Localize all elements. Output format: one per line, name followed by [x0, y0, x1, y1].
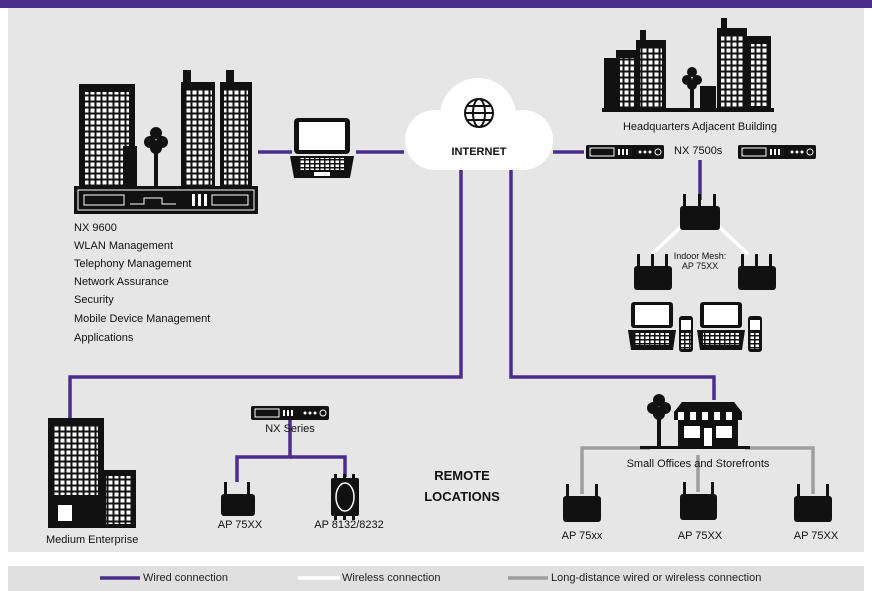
- legend-bar: [8, 566, 864, 591]
- hq-laptop-right-icon: [697, 302, 745, 350]
- ap-75xx-store-left-icon: [563, 484, 601, 522]
- wired-cloud-small-offices: [509, 170, 716, 400]
- legend-wired-label: Wired connection: [143, 572, 228, 584]
- nx7500-label: NX 7500s: [674, 145, 723, 157]
- top-accent-bar: [0, 0, 872, 8]
- nx-series-label: NX Series: [265, 423, 315, 435]
- mesh-ap-root-icon: [680, 194, 720, 230]
- wireless-mesh-right: [714, 222, 750, 256]
- globe-icon: [464, 98, 494, 128]
- nx-series-switch-icon: [251, 406, 329, 420]
- feature-item: Security: [74, 294, 114, 306]
- long-right: [745, 446, 815, 494]
- mobile-phone-left-icon: [679, 316, 693, 352]
- hq-building-label: Headquarters Adjacent Building: [622, 121, 778, 133]
- wired-nx-series-ap8132: [290, 455, 347, 477]
- laptop-icon: [290, 118, 354, 178]
- nx9600-title: NX 9600: [74, 222, 117, 234]
- nx7500-switch-right-icon: [738, 145, 816, 159]
- wireless-connections: [650, 222, 750, 256]
- remote-label-line1: REMOTE: [434, 468, 490, 483]
- ap-8132-icon: [331, 474, 359, 520]
- legend-long-distance-label: Long-distance wired or wireless connecti…: [551, 572, 762, 584]
- internet-label: INTERNET: [451, 146, 507, 158]
- wired-connections: [68, 150, 716, 482]
- ap-8132-label: AP 8132/8232: [314, 519, 384, 531]
- medium-enterprise-label: Medium Enterprise: [46, 534, 139, 546]
- legend-wireless-label: Wireless connection: [342, 572, 441, 584]
- nx7500-switch-left-icon: [586, 145, 664, 159]
- nx9600-appliance-icon: [77, 189, 255, 211]
- feature-item: WLAN Management: [74, 240, 174, 252]
- long-left: [580, 446, 650, 494]
- mesh-label-line2: AP 75XX: [681, 261, 719, 271]
- ap-75xx-medium-icon: [221, 482, 255, 516]
- storefront-icon: [640, 402, 750, 449]
- feature-item: Mobile Device Management: [74, 313, 211, 325]
- mesh-ap-right-icon: [738, 254, 776, 290]
- internet-cloud-icon: [405, 78, 553, 170]
- feature-item: Network Assurance: [74, 276, 169, 288]
- mesh-ap-left-icon: [634, 254, 672, 290]
- mesh-label-line1: Indoor Mesh:: [673, 251, 727, 261]
- hq-laptop-left-icon: [628, 302, 676, 350]
- hq-buildings-icon: [602, 18, 774, 112]
- feature-item: Applications: [74, 332, 134, 344]
- ap-75xx-store-center-icon: [680, 482, 717, 520]
- medium-enterprise-building-icon: [48, 418, 136, 528]
- ap-75xx-store-right-label: AP 75XX: [793, 530, 839, 542]
- wired-cloud-medium-enterprise: [68, 170, 463, 418]
- wireless-mesh-left: [650, 222, 686, 256]
- remote-label-line2: LOCATIONS: [424, 489, 500, 504]
- ap-75xx-medium-label: AP 75XX: [217, 519, 263, 531]
- mobile-phone-right-icon: [748, 316, 762, 352]
- feature-item: Telephony Management: [74, 258, 192, 270]
- tree-icon: [647, 394, 671, 446]
- small-offices-label: Small Offices and Storefronts: [626, 458, 770, 470]
- ap-75xx-store-center-label: AP 75XX: [677, 530, 723, 542]
- wired-nx-series-aps: [235, 420, 292, 482]
- ap-75xx-store-left-label: AP 75xx: [561, 530, 603, 542]
- long-distance-connections: [580, 446, 815, 494]
- ap-75xx-store-right-icon: [794, 484, 832, 522]
